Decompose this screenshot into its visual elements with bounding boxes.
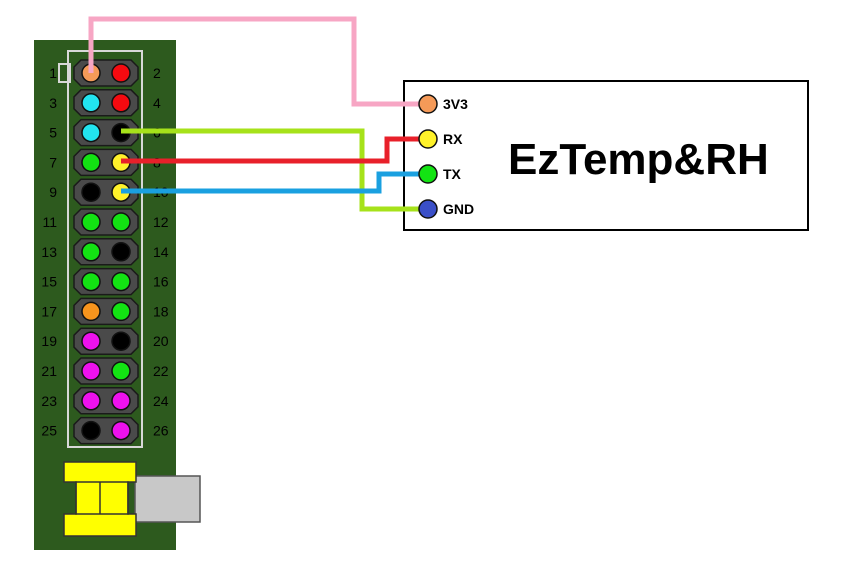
pin-number-23: 23 (41, 393, 57, 409)
sensor-module (403, 80, 809, 231)
pin-number-18: 18 (153, 303, 169, 319)
pin-number-11: 11 (42, 214, 57, 230)
pin-number-16: 16 (153, 274, 169, 290)
connector-plug (134, 475, 201, 523)
header-pin-23 (81, 391, 101, 411)
pin-number-21: 21 (41, 363, 57, 379)
pin-number-25: 25 (41, 423, 57, 439)
header-pin-16 (111, 271, 131, 292)
header-pin-14 (111, 242, 131, 262)
pin-number-7: 7 (49, 154, 57, 170)
header-outline (67, 50, 143, 448)
header-pin-9 (81, 182, 101, 202)
module-pin-tx (418, 164, 438, 184)
module-pin-gnd (418, 199, 438, 219)
wire-tx (121, 171, 428, 194)
module-title: EzTemp&RH (508, 135, 769, 184)
wire-3v3 (88, 16, 428, 107)
pin-number-12: 12 (153, 214, 169, 230)
header-pin-22 (111, 361, 131, 381)
header-pin-19 (81, 331, 101, 351)
pin-number-17: 17 (41, 303, 57, 319)
header-pin-11 (81, 212, 101, 232)
pin-number-20: 20 (153, 333, 169, 349)
pin1-marker (58, 63, 71, 83)
pin-number-24: 24 (153, 393, 169, 409)
header-pin-13 (81, 242, 101, 262)
header-pin-20 (111, 331, 131, 351)
pin-number-2: 2 (153, 65, 161, 81)
header-pin-3 (81, 93, 101, 113)
header-pin-17 (81, 301, 101, 322)
header-pin-24 (111, 391, 131, 411)
header-pin-26 (111, 420, 131, 441)
header-pin-12 (111, 212, 131, 232)
pin-number-4: 4 (153, 95, 161, 111)
module-pin-label-gnd: GND (443, 201, 474, 217)
wires (88, 16, 428, 212)
module-pin-3v3 (418, 94, 438, 114)
pin-number-13: 13 (41, 244, 57, 260)
pin-number-14: 14 (153, 244, 169, 260)
header-pin-5 (81, 122, 101, 143)
header-pin-15 (81, 271, 101, 292)
header-pin-25 (81, 420, 101, 441)
wire-rx (121, 136, 428, 164)
pin-number-9: 9 (49, 184, 57, 200)
pin-number-3: 3 (49, 95, 57, 111)
module-pin-label-tx: TX (443, 166, 462, 182)
pin-number-15: 15 (41, 274, 57, 290)
module-pin-label-3v3: 3V3 (443, 96, 468, 112)
module-pin-label-rx: RX (443, 131, 463, 147)
pin-number-22: 22 (153, 363, 169, 379)
pin-number-19: 19 (41, 333, 57, 349)
header-pin-18 (111, 301, 131, 322)
header-pin-2 (111, 63, 131, 83)
module-pin-rx (418, 129, 438, 149)
pin-number-26: 26 (153, 423, 169, 439)
pin-number-1: 1 (49, 65, 57, 81)
header-pin-7 (81, 152, 101, 173)
header-pin-4 (111, 93, 131, 113)
board-connector (63, 461, 201, 537)
pin-number-5: 5 (49, 125, 57, 141)
wire-gnd (121, 128, 428, 212)
header-pin-21 (81, 361, 101, 381)
